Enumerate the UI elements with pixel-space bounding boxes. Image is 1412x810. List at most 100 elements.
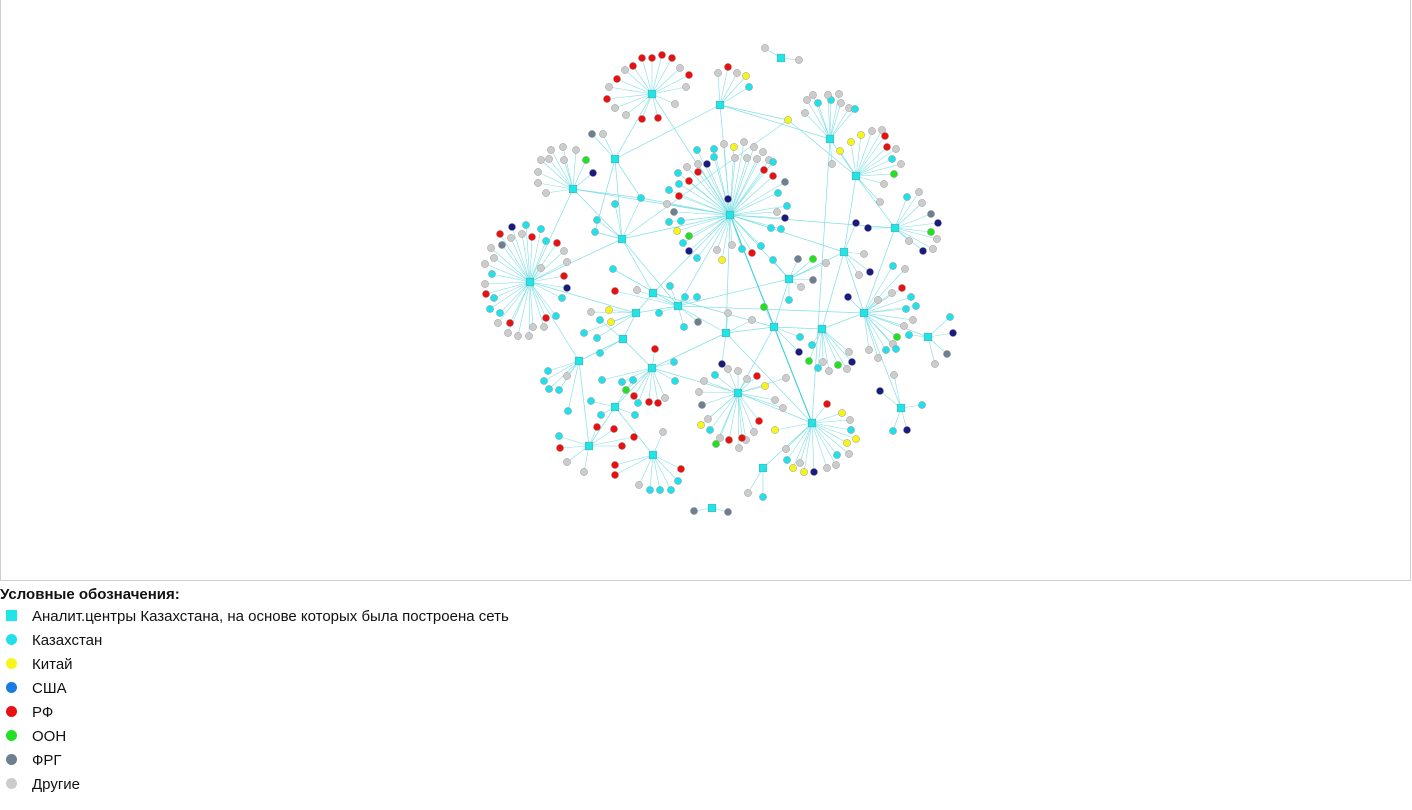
node-kz-276[interactable]	[918, 401, 926, 409]
node-ru-170[interactable]	[611, 287, 619, 295]
node-other-32[interactable]	[560, 156, 568, 164]
node-other-8[interactable]	[621, 66, 629, 74]
node-ru-208[interactable]	[611, 471, 619, 479]
node-other-228[interactable]	[743, 375, 751, 383]
node-cn-20[interactable]	[742, 72, 750, 80]
node-ru-14[interactable]	[638, 115, 646, 123]
node-other-37[interactable]	[720, 140, 728, 148]
node-other-146[interactable]	[933, 235, 941, 243]
node-kz-307[interactable]	[593, 216, 601, 224]
node-kz-306[interactable]	[591, 228, 599, 236]
node-other-105[interactable]	[504, 329, 512, 337]
node-ru-0[interactable]	[629, 62, 637, 70]
node-other-34[interactable]	[599, 130, 607, 138]
node-kz-185[interactable]	[670, 358, 678, 366]
node-kz-121[interactable]	[851, 105, 859, 113]
hub-node-20[interactable]	[648, 450, 658, 460]
node-kz-90[interactable]	[537, 225, 545, 233]
node-ru-188[interactable]	[654, 399, 662, 407]
node-kz-77[interactable]	[710, 153, 718, 161]
node-other-7[interactable]	[682, 83, 690, 91]
node-other-215[interactable]	[659, 428, 667, 436]
node-kz-197[interactable]	[631, 411, 639, 419]
node-kz-70[interactable]	[675, 180, 683, 188]
node-ru-84[interactable]	[496, 230, 504, 238]
node-cn-57[interactable]	[718, 256, 726, 264]
node-ru-229[interactable]	[753, 372, 761, 380]
node-kz-48[interactable]	[783, 202, 791, 210]
node-navy-144[interactable]	[934, 219, 942, 227]
node-other-106[interactable]	[494, 319, 502, 327]
node-kz-164[interactable]	[693, 293, 701, 301]
node-kz-253[interactable]	[808, 341, 816, 349]
node-kz-59[interactable]	[693, 254, 701, 262]
node-other-222[interactable]	[695, 388, 703, 396]
node-other-239[interactable]	[716, 434, 724, 442]
node-other-249[interactable]	[843, 365, 851, 373]
node-kz-135[interactable]	[888, 155, 896, 163]
node-kz-53[interactable]	[757, 242, 765, 250]
node-other-94[interactable]	[563, 258, 571, 266]
hub-node-13[interactable]	[648, 288, 658, 298]
network-graph[interactable]	[1, 0, 1411, 580]
node-ru-2[interactable]	[648, 54, 656, 62]
node-kz-298[interactable]	[759, 493, 767, 501]
node-de-46[interactable]	[781, 178, 789, 186]
node-ru-54[interactable]	[748, 249, 756, 257]
node-de-143[interactable]	[927, 210, 935, 218]
node-ru-234[interactable]	[755, 417, 763, 425]
node-other-16[interactable]	[671, 100, 679, 108]
node-kz-210[interactable]	[646, 486, 654, 494]
node-cn-304[interactable]	[784, 116, 792, 124]
node-kz-186[interactable]	[671, 377, 679, 385]
node-other-154[interactable]	[855, 271, 863, 279]
node-other-270[interactable]	[901, 265, 909, 273]
node-other-287[interactable]	[845, 450, 853, 458]
hub-node-19[interactable]	[584, 441, 594, 451]
node-other-40[interactable]	[750, 143, 758, 151]
node-navy-153[interactable]	[866, 268, 874, 276]
node-de-302[interactable]	[690, 507, 698, 515]
node-navy-151[interactable]	[852, 219, 860, 227]
node-other-123[interactable]	[824, 91, 832, 99]
node-kz-158[interactable]	[785, 296, 793, 304]
node-kz-91[interactable]	[542, 237, 550, 245]
node-kz-177[interactable]	[596, 316, 604, 324]
node-other-12[interactable]	[611, 104, 619, 112]
node-kz-64[interactable]	[665, 218, 673, 226]
node-kz-140[interactable]	[903, 193, 911, 201]
node-kz-246[interactable]	[814, 364, 822, 372]
node-de-303[interactable]	[724, 508, 732, 516]
node-other-23[interactable]	[537, 156, 545, 164]
node-kz-176[interactable]	[596, 349, 604, 357]
node-other-280[interactable]	[890, 371, 898, 379]
hub-node-12[interactable]	[673, 301, 683, 311]
node-ru-89[interactable]	[528, 233, 536, 241]
node-navy-50[interactable]	[781, 214, 789, 222]
node-other-296[interactable]	[782, 445, 790, 453]
node-kz-162[interactable]	[666, 282, 674, 290]
node-kz-183[interactable]	[564, 407, 572, 415]
node-other-290[interactable]	[823, 464, 831, 472]
node-other-56[interactable]	[728, 241, 736, 249]
node-kz-308[interactable]	[611, 200, 619, 208]
node-kz-196[interactable]	[597, 411, 605, 419]
node-ru-6[interactable]	[685, 71, 693, 79]
node-other-41[interactable]	[759, 148, 767, 156]
node-other-149[interactable]	[905, 237, 913, 245]
node-kz-98[interactable]	[552, 312, 560, 320]
node-ru-133[interactable]	[883, 143, 891, 151]
node-other-113[interactable]	[481, 260, 489, 268]
node-kz-112[interactable]	[488, 270, 496, 278]
node-navy-85[interactable]	[508, 223, 516, 231]
node-de-155[interactable]	[794, 255, 802, 263]
node-cn-129[interactable]	[857, 131, 865, 139]
node-other-87[interactable]	[518, 230, 526, 238]
node-kz-178[interactable]	[544, 367, 552, 375]
node-kz-180[interactable]	[545, 385, 553, 393]
node-ru-204[interactable]	[610, 425, 618, 433]
node-kz-159[interactable]	[769, 256, 777, 264]
node-other-73[interactable]	[683, 163, 691, 171]
node-kz-259[interactable]	[912, 302, 920, 310]
hub-node-2[interactable]	[610, 154, 620, 164]
